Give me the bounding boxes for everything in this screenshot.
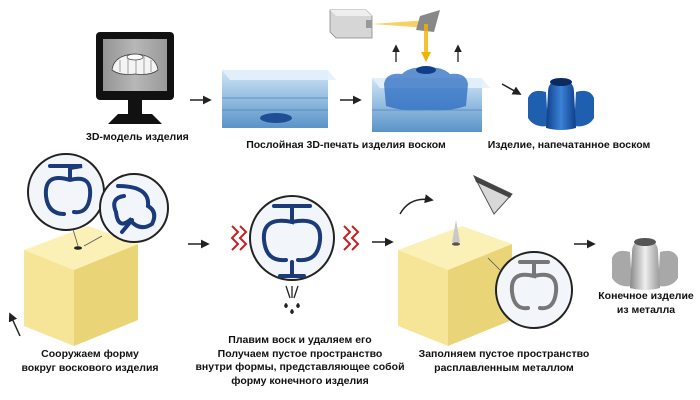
caption-layer-print-text: Послойная 3D-печать изделия воском [246, 139, 446, 151]
zoom-circle-metal [487, 251, 573, 329]
caption-melt-wax-line-4: форму конечного изделия [231, 374, 369, 387]
zoom-circle-right [83, 173, 169, 247]
printing-tray [372, 66, 490, 132]
filled-mold-block [398, 220, 512, 346]
heat-waves-right [342, 225, 360, 251]
caption-fill-metal-line-1: Заполняем пустое пространство [418, 348, 590, 360]
caption-build-mold-line-1: Сооружаем форму [41, 348, 139, 360]
caption-fill-metal-line-2: расплавленным металлом [434, 361, 574, 374]
caption-final-product: Конечное изделие из металла [594, 290, 698, 317]
melt-circle [249, 195, 335, 281]
caption-wax-product-text: Изделие, напечатанное воском [487, 139, 651, 151]
caption-melt-wax-line-1: Плавим воск и удаляем его [228, 334, 372, 346]
pour-arrow [399, 194, 434, 215]
caption-build-mold-line-2: вокруг воскового изделия [21, 361, 159, 374]
arrow-3 [501, 83, 522, 95]
caption-3d-model: 3D-модель изделия [86, 131, 189, 145]
mold-block [24, 226, 138, 346]
monitor-icon [96, 32, 174, 124]
caption-final-product-line-2: из металла [616, 303, 676, 316]
crucible-icon [472, 174, 513, 215]
caption-3d-model-text: 3D-модель изделия [86, 131, 189, 143]
laser-printer-icon [329, 9, 440, 62]
caption-layer-print: Послойная 3D-печать изделия воском [236, 139, 456, 153]
wax-product-icon [528, 78, 594, 130]
print-tray [222, 70, 336, 128]
heat-waves-left [230, 225, 248, 251]
caption-build-mold: Сооружаем форму вокруг воскового изделия [2, 348, 178, 375]
caption-final-product-line-1: Конечное изделие [598, 290, 694, 302]
caption-melt-wax-line-2: Получаем пустое пространство [217, 347, 383, 360]
caption-melt-wax: Плавим воск и удаляем его Получаем пусто… [194, 334, 406, 388]
caption-wax-product: Изделие, напечатанное воском [484, 139, 654, 153]
metal-product-icon [612, 238, 678, 290]
caption-fill-metal: Заполняем пустое пространство расплавлен… [404, 348, 604, 375]
arrow-cycle [8, 312, 21, 337]
caption-melt-wax-line-3: внутри формы, представляющее собой [195, 361, 405, 373]
drip-icon [284, 285, 300, 314]
